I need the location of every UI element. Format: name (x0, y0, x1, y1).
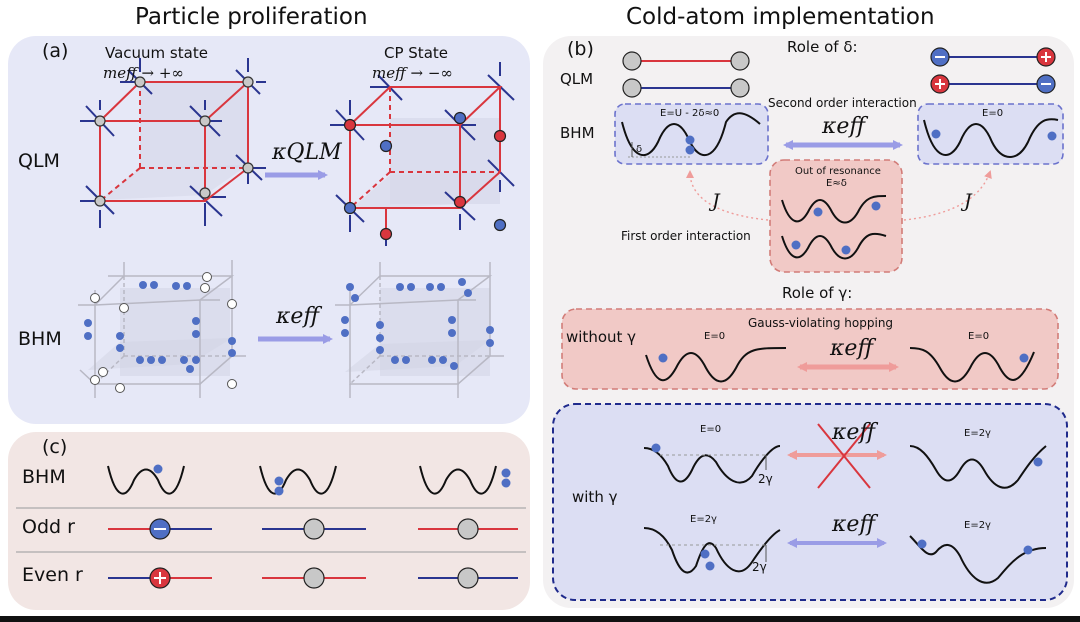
delta-label: δ (636, 144, 643, 155)
kappa-eff-label-delta: κeff (822, 114, 866, 139)
with-gamma-row1-energy-left: E=0 (700, 424, 722, 435)
row-label-odd-r: Odd r (22, 516, 75, 538)
box-out-of-resonance (769, 159, 903, 273)
bhm-lattice-vacuum (78, 260, 246, 398)
bottom-border (0, 616, 1080, 622)
vacuum-meff-label: meff → +∞ (103, 64, 184, 82)
kappa-eff-label-without-gamma: κeff (830, 336, 874, 361)
kappa-eff-label-with-gamma: κeff (832, 512, 876, 537)
qlm-links-b-right (930, 47, 1056, 94)
first-order-label: First order interaction (621, 229, 751, 243)
row-label-bhm-c: BHM (22, 466, 66, 488)
with-gamma-row2-energy-left: E=2γ (690, 514, 717, 525)
row-label-qlm-a: QLM (18, 150, 60, 172)
with-gamma-row2-energy-right: E=2γ (964, 520, 991, 531)
cp-meff-label: meff → −∞ (372, 64, 453, 82)
row-label-bhm-a: BHM (18, 328, 62, 350)
j-arrow-left (686, 170, 769, 221)
box-with-gamma (552, 403, 1068, 601)
odd-r-links (108, 518, 518, 540)
kappa-eff-label-a: κeff (276, 304, 320, 329)
panel-a-tag: (a) (42, 40, 69, 62)
without-gamma-label: without γ (566, 328, 637, 346)
without-gamma-energy-right: E=0 (968, 331, 990, 342)
panel-b-tag: (b) (567, 38, 594, 60)
with-gamma-row2-2gamma: 2γ (752, 560, 767, 574)
qlm-links-b (622, 51, 750, 98)
with-gamma-row1-energy-right: E=2γ (964, 428, 991, 439)
with-gamma-label: with γ (572, 488, 618, 506)
energy-left-label: E=U - 2δ≈0 (660, 108, 720, 119)
panel-c-tag: (c) (42, 436, 68, 458)
qlm-cube-cp (330, 62, 515, 246)
box-without-gamma (561, 308, 1059, 390)
qlm-cube-vacuum (80, 58, 266, 228)
row-label-bhm-b: BHM (560, 124, 595, 142)
with-gamma-row1-2gamma: 2γ (758, 472, 773, 486)
title-cold-atom-implementation: Cold-atom implementation (626, 4, 935, 30)
even-r-links (108, 567, 518, 589)
title-particle-proliferation: Particle proliferation (135, 4, 368, 30)
out-of-resonance-label: Out of resonance (795, 166, 881, 177)
box-bhm-right (917, 103, 1064, 165)
panel-c-atoms (153, 464, 511, 496)
panel-c-wells (107, 465, 497, 495)
panel-c-background (8, 432, 530, 610)
vacuum-state-label: Vacuum state (105, 44, 208, 62)
gauss-violating-label: Gauss-violating hopping (748, 316, 894, 330)
j-right-label: J (964, 190, 972, 212)
second-order-label: Second order interaction (768, 96, 917, 110)
kappa-eff-label-crossed: κeff (832, 420, 876, 445)
energy-delta-label: E≈δ (826, 178, 847, 189)
bhm-lattice-cp (335, 262, 504, 398)
role-of-gamma-label: Role of γ: (782, 284, 853, 302)
cp-state-label: CP State (384, 44, 448, 62)
row-label-even-r: Even r (22, 564, 83, 586)
j-left-label: J (712, 190, 720, 212)
j-arrow-right (903, 170, 992, 221)
row-label-qlm-b: QLM (560, 70, 594, 88)
energy-right-label: E=0 (982, 108, 1004, 119)
kappa-qlm-label: κQLM (272, 140, 342, 165)
role-of-delta-label: Role of δ: (787, 38, 858, 56)
without-gamma-energy-left: E=0 (704, 331, 726, 342)
